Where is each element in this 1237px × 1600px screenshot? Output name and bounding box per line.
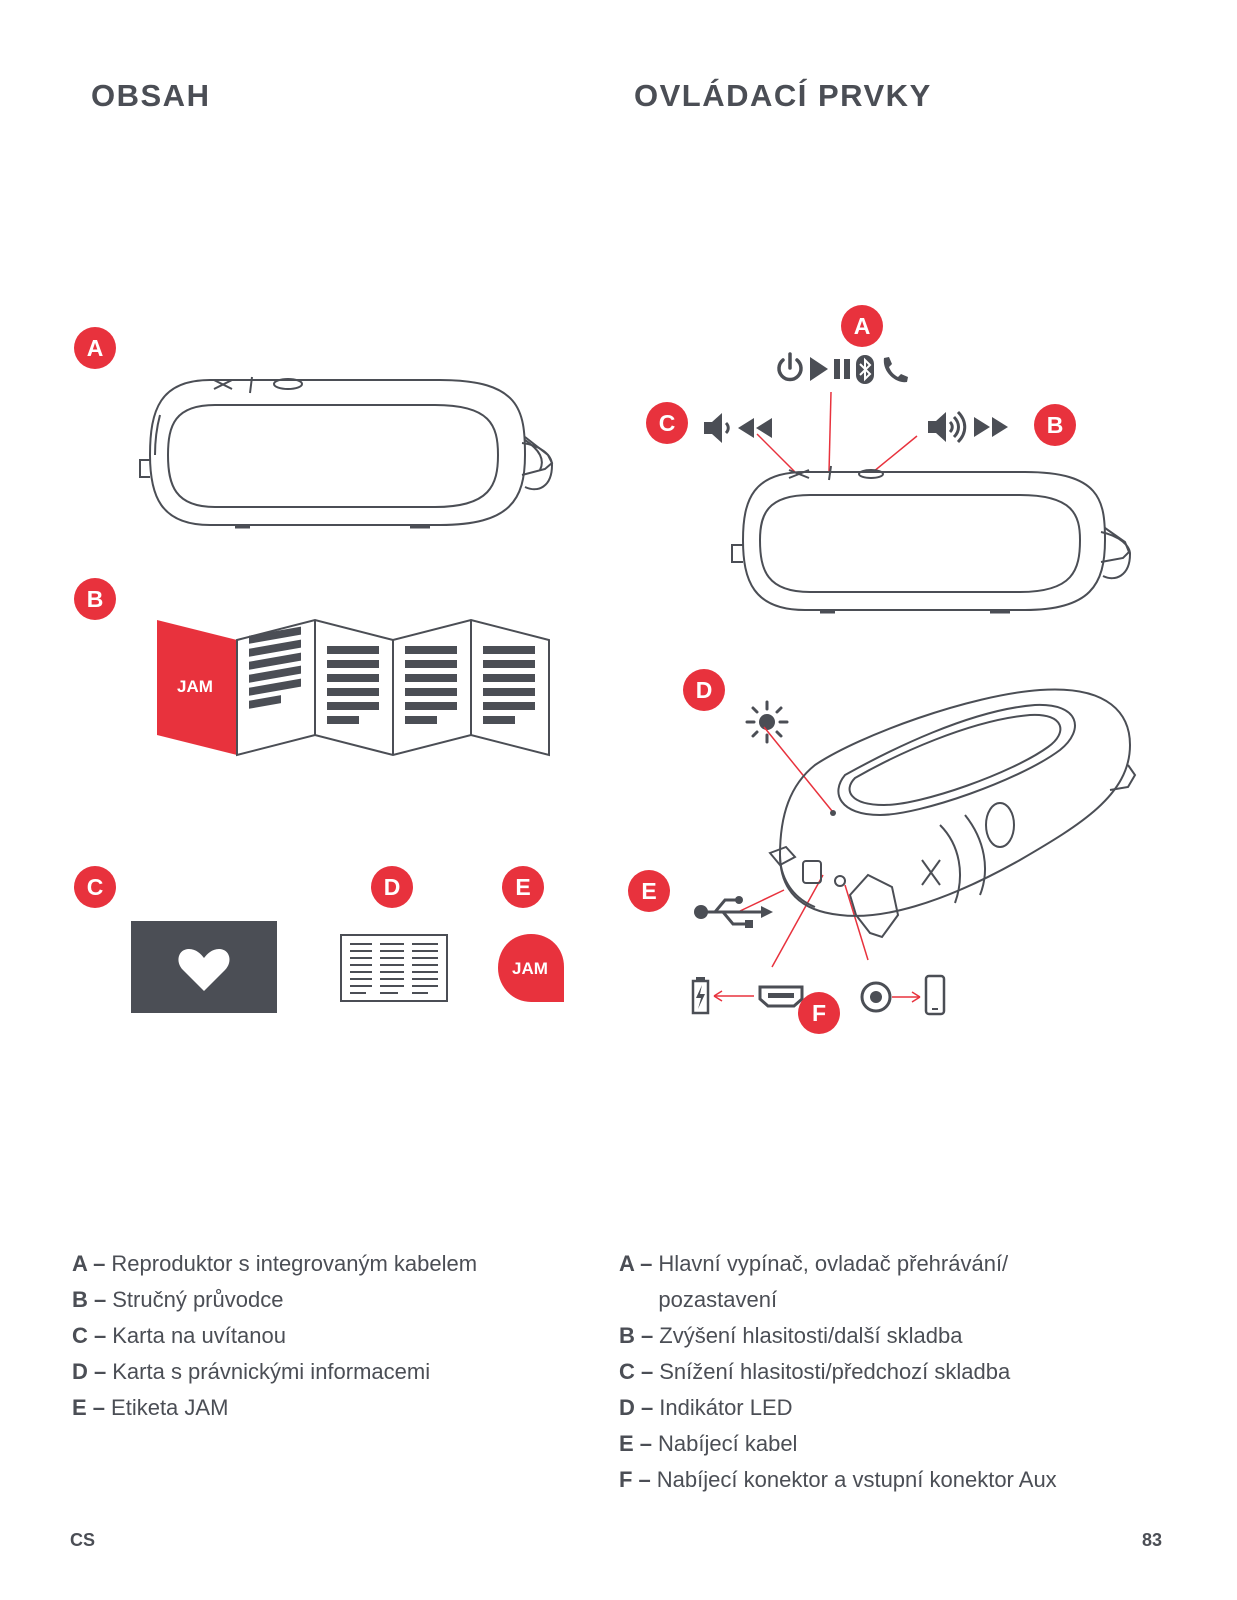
badge-b-right: B [1034, 404, 1076, 446]
volume-up-icon [928, 412, 946, 442]
legend-right-item-f: F –Nabíjecí konektor a vstupní konektor … [619, 1467, 1057, 1492]
contents-legend: A –Reproduktor s integrovaným kabelem B … [72, 1246, 552, 1426]
bluetooth-icon [856, 355, 874, 384]
quick-guide-illustration: JAM [157, 618, 550, 757]
legend-left-item-a: A –Reproduktor s integrovaným kabelem [72, 1251, 478, 1276]
heart-icon [178, 949, 230, 991]
legend-left-item-c: C –Karta na uvítanou [72, 1323, 286, 1348]
port-icons-f [691, 974, 946, 1016]
footer-language: CS [70, 1530, 96, 1550]
micro-usb-port-icon [758, 985, 804, 1008]
power-icon [777, 352, 803, 382]
badge-e-right: E [628, 870, 670, 912]
welcome-card-illustration [131, 921, 277, 1013]
controls-legend: A –Hlavní vypínač, ovladač přehrávání/ p… [619, 1246, 1139, 1498]
jam-logo-leaflet: JAM [177, 677, 213, 696]
badge-d-right: D [683, 669, 725, 711]
smartphone-icon [924, 974, 946, 1016]
usb-icon [694, 896, 773, 928]
volume-down-icon [704, 413, 722, 443]
badge-f-right: F [798, 992, 840, 1034]
legend-right-item-b: B –Zvýšení hlasitosti/další skladba [619, 1323, 963, 1348]
legend-right-item-e: E –Nabíjecí kabel [619, 1431, 798, 1456]
badge-d-left: D [371, 866, 413, 908]
controls-heading: OVLÁDACÍ PRVKY [634, 78, 932, 113]
legend-left-item-e: E –Etiketa JAM [72, 1395, 229, 1420]
speaker-side-illustration [739, 688, 1137, 968]
legend-right-item-a: A –Hlavní vypínač, ovladač přehrávání/ p… [619, 1251, 1009, 1312]
speaker-illustration [139, 376, 554, 529]
badge-a-right: A [841, 305, 883, 347]
badge-c-left: C [74, 866, 116, 908]
jam-logo-sticker: JAM [512, 959, 548, 978]
control-icons-b [928, 410, 1008, 444]
pause-icon [834, 359, 850, 379]
phone-icon [883, 357, 908, 383]
badge-e-left: E [502, 866, 544, 908]
control-icons-c [704, 413, 772, 443]
legend-left-item-d: D –Karta s právnickými informacemi [72, 1359, 431, 1384]
play-icon [810, 357, 828, 381]
legend-right-item-c: C –Snížení hlasitosti/předchozí skladba [619, 1359, 1011, 1384]
legend-left-item-b: B –Stručný průvodce [72, 1287, 284, 1312]
badge-b-left: B [74, 578, 116, 620]
legal-card-illustration [340, 934, 448, 1002]
battery-icon [691, 977, 710, 1015]
aux-port-icon [860, 981, 892, 1013]
legend-right-item-d: D –Indikátor LED [619, 1395, 793, 1420]
led-light-icon [745, 700, 789, 744]
speaker-controls-illustration [731, 391, 1132, 614]
jam-sticker-illustration: JAM [498, 934, 564, 1002]
rewind-icon [738, 418, 772, 438]
contents-heading: OBSAH [91, 78, 211, 113]
badge-a-left: A [74, 327, 116, 369]
fast-forward-icon [974, 417, 1008, 437]
control-icons-a [777, 352, 908, 384]
page-number: 83 [1142, 1530, 1163, 1550]
badge-c-right: C [646, 402, 688, 444]
